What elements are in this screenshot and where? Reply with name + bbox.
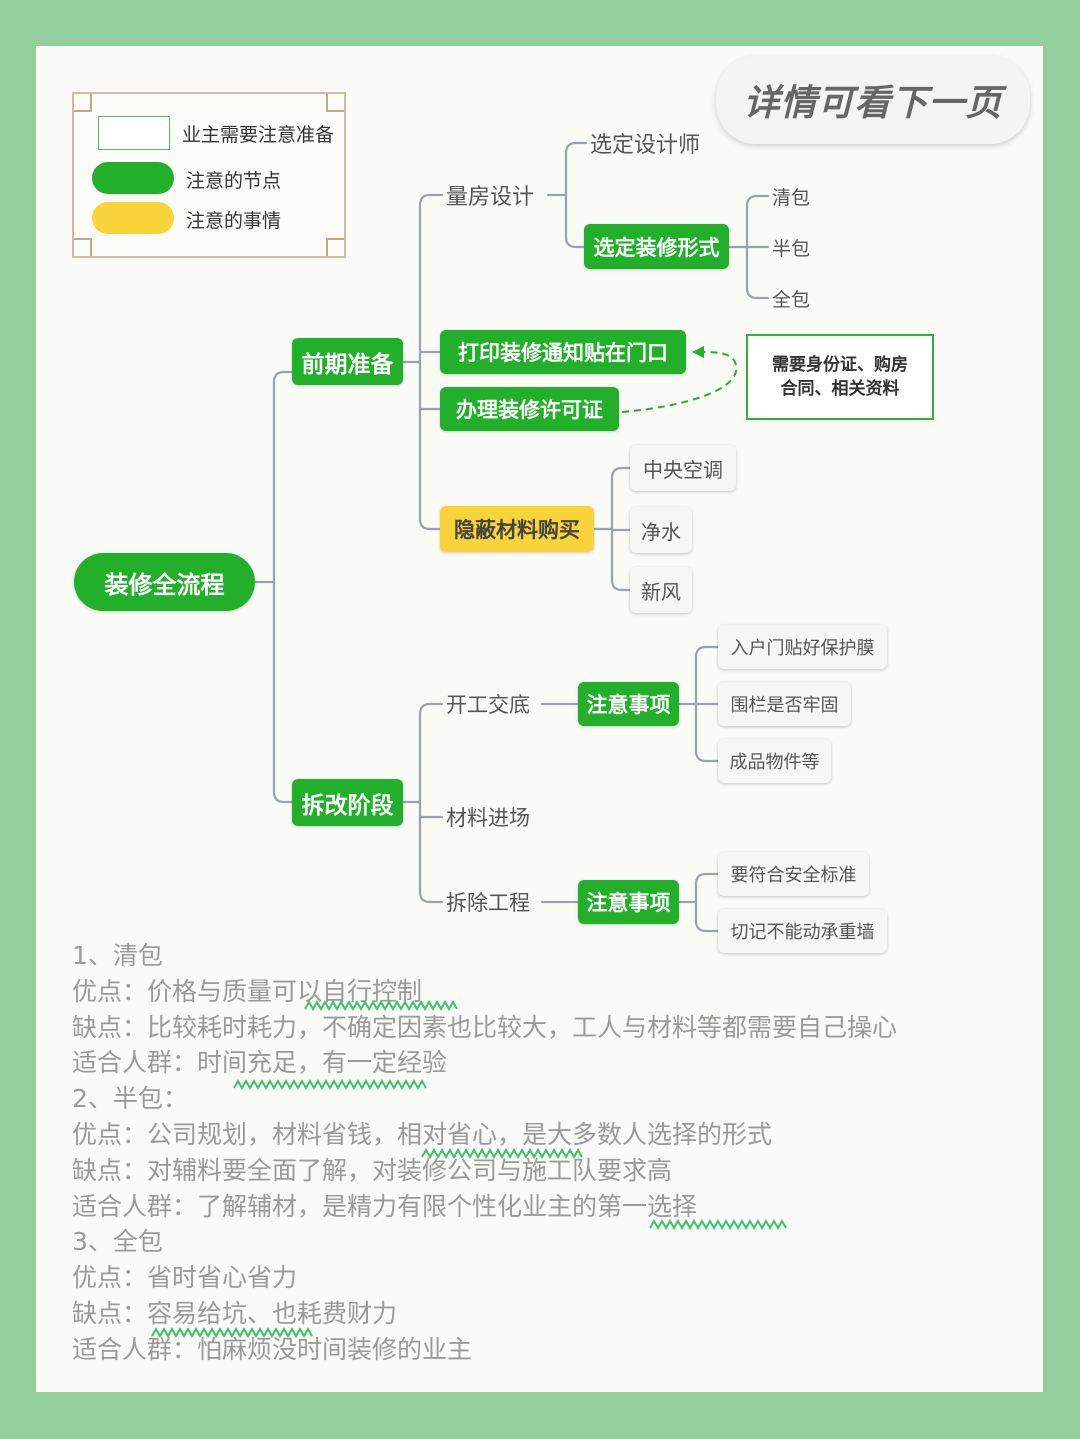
handover-node: 开工交底 bbox=[446, 693, 530, 717]
note-line: 缺点：容易给坑、也耗费财力 bbox=[72, 1298, 398, 1328]
handover-notes-node: 注意事项 bbox=[578, 682, 679, 726]
note-line: 缺点：比较耗时耗力，不确定因素也比较大，工人与材料等都需要自己操心 bbox=[72, 1012, 898, 1042]
permit-node: 办理装修许可证 bbox=[440, 387, 619, 431]
legend-label: 注意的事情 bbox=[186, 210, 282, 232]
root-node: 装修全流程 bbox=[74, 553, 255, 611]
hidden-materials-node: 隐蔽材料购买 bbox=[440, 506, 594, 552]
demolition-item: 要符合安全标准 bbox=[718, 852, 869, 896]
hidden-option: 中央空调 bbox=[630, 445, 736, 491]
note-line: 适合人群：时间充足，有一定经验 bbox=[72, 1048, 448, 1078]
legend-corner-bl bbox=[74, 238, 92, 256]
banner-text: 详情可看下一页 bbox=[743, 83, 1003, 124]
note-line: 适合人群：了解辅材，是精力有限个性化业主的第一选择 bbox=[72, 1191, 698, 1221]
materials-entry-node: 材料进场 bbox=[446, 806, 530, 830]
note-line: 1、清包 bbox=[72, 941, 163, 970]
legend-box: 业主需要注意准备 注意的节点 注意的事情 bbox=[72, 92, 346, 258]
legend-label: 注意的节点 bbox=[186, 170, 282, 192]
early-stage-node: 前期准备 bbox=[292, 338, 403, 385]
note-line: 3、全包 bbox=[72, 1227, 163, 1257]
wavy-underline bbox=[233, 1078, 427, 1091]
style-option: 半包 bbox=[772, 237, 811, 260]
legend-label: 业主需要注意准备 bbox=[182, 124, 335, 146]
content-card bbox=[36, 46, 1043, 1392]
demolition-node: 拆除工程 bbox=[446, 891, 530, 915]
print-notice-node: 打印装修通知贴在门口 bbox=[440, 330, 686, 374]
hidden-option: 新风 bbox=[630, 567, 692, 613]
note-line: 优点：省时省心省力 bbox=[72, 1263, 298, 1293]
legend-corner-tl bbox=[74, 94, 92, 112]
legend-swatch-green bbox=[92, 162, 174, 194]
legend-swatch-white bbox=[98, 116, 170, 150]
handover-item: 成品物件等 bbox=[718, 739, 831, 783]
hidden-option: 净水 bbox=[630, 507, 692, 553]
legend-swatch-yellow bbox=[92, 202, 174, 234]
demolition-notes-node: 注意事项 bbox=[578, 880, 679, 924]
style-option: 清包 bbox=[772, 186, 811, 209]
wavy-underline bbox=[421, 1147, 583, 1160]
measure-design-node: 量房设计 bbox=[446, 185, 535, 210]
permit-note-text: 需要身份证、购房合同、相关资料 bbox=[772, 355, 908, 399]
note-line: 缺点：对辅料要全面了解，对装修公司与施工队要求高 bbox=[72, 1155, 673, 1185]
choose-style-node: 选定装修形式 bbox=[584, 224, 729, 269]
choose-designer-node: 选定设计师 bbox=[590, 133, 701, 158]
demolition-item: 切记不能动承重墙 bbox=[718, 909, 887, 953]
notes-section: 1、清包 优点：价格与质量可以自行控制 缺点：比较耗时耗力，不确定因素也比较大，… bbox=[72, 938, 1052, 1368]
permit-note-box: 需要身份证、购房合同、相关资料 bbox=[746, 334, 934, 420]
legend-corner-br bbox=[326, 238, 344, 256]
note-line: 适合人群：怕麻烦没时间装修的业主 bbox=[72, 1334, 473, 1364]
note-line: 优点：公司规划，材料省钱，相对省心，是大多数人选择的形式 bbox=[72, 1119, 773, 1149]
wavy-underline bbox=[304, 999, 458, 1012]
style-option: 全包 bbox=[772, 288, 811, 311]
handover-item: 围栏是否牢固 bbox=[718, 682, 851, 726]
note-line: 2、半包： bbox=[72, 1084, 188, 1114]
wavy-underline bbox=[649, 1218, 787, 1231]
next-page-banner: 详情可看下一页 bbox=[716, 56, 1030, 144]
legend-corner-tr bbox=[326, 94, 344, 112]
wavy-underline bbox=[151, 1326, 313, 1339]
note-line: 优点：价格与质量可以自行控制 bbox=[72, 976, 423, 1006]
handover-item: 入户门贴好保护膜 bbox=[718, 625, 887, 669]
demo-stage-node: 拆改阶段 bbox=[292, 779, 403, 826]
